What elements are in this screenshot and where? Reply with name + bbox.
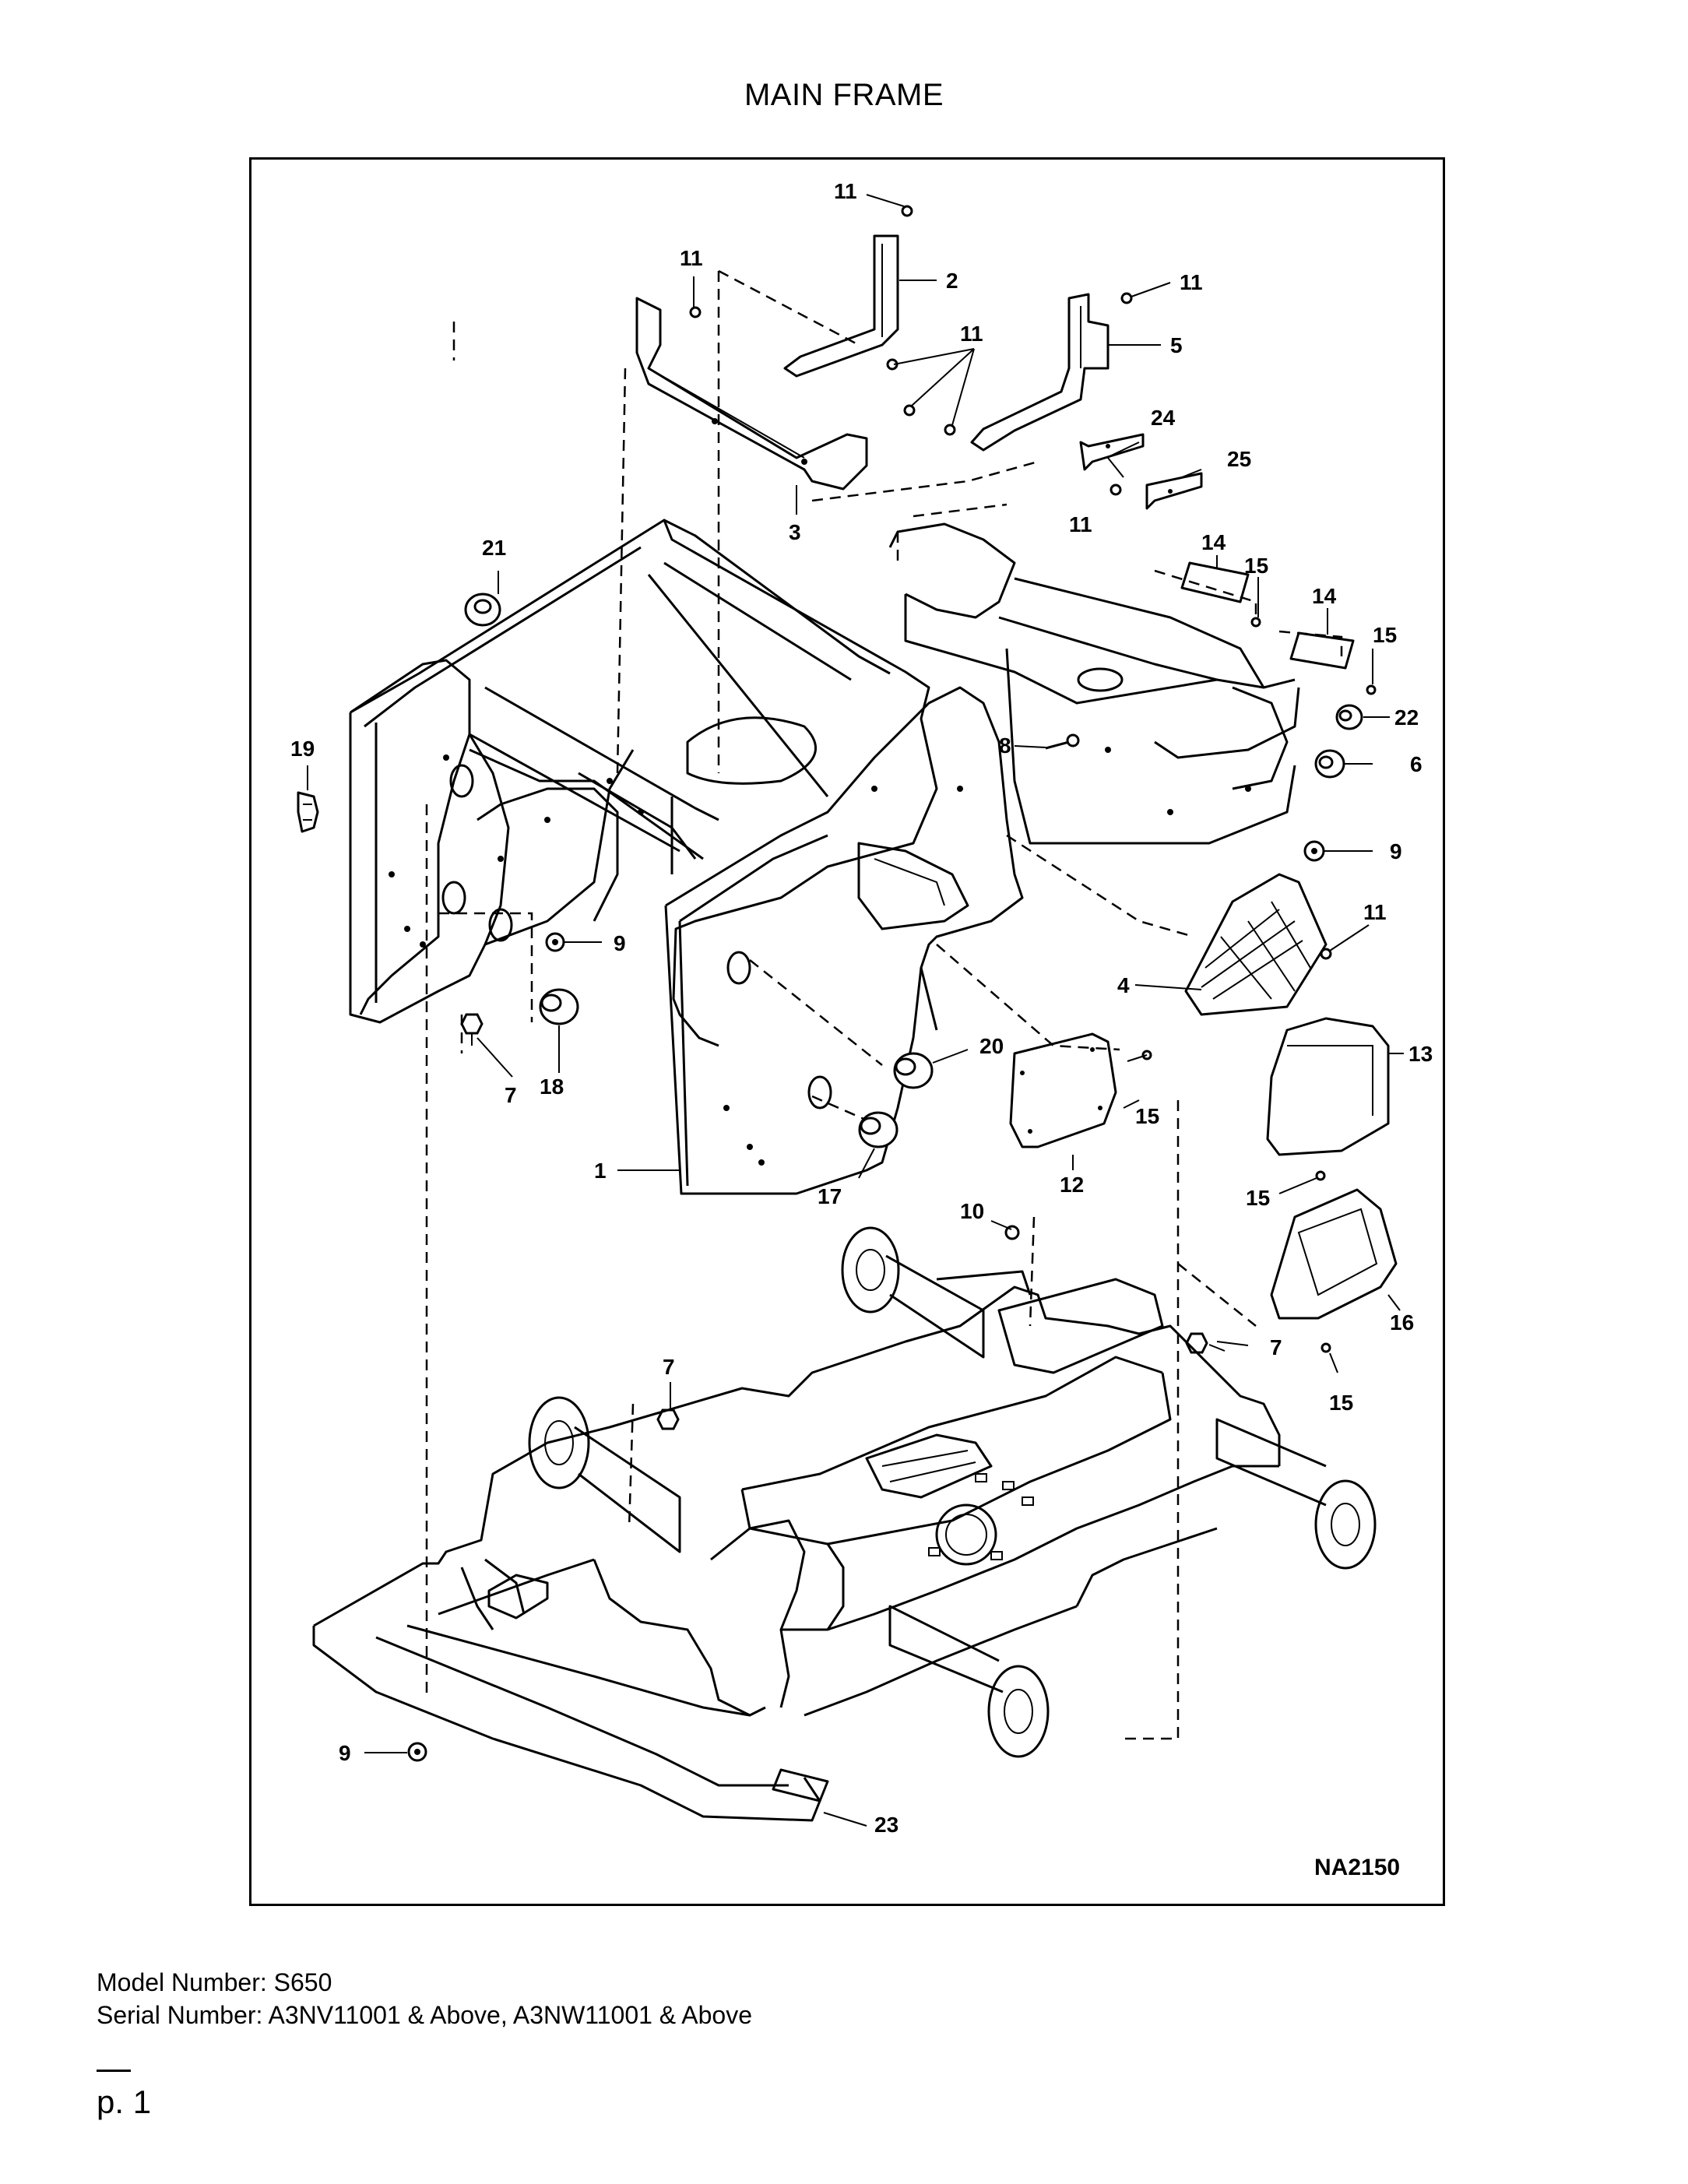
axle-front-left (528, 1396, 681, 1553)
diagram-frame: 11 2 11 11 11 5 24 25 3 11 14 15 14 15 2… (249, 157, 1445, 1906)
callout-14: 14 (1201, 530, 1226, 554)
callout-11: 11 (680, 246, 703, 270)
frame-holes (389, 667, 1251, 1166)
callout-13: 13 (1408, 1042, 1433, 1066)
callout-22: 22 (1394, 705, 1419, 730)
figure-id: NA2150 (1314, 1855, 1400, 1880)
axle-rear-right (1215, 1418, 1377, 1570)
exploded-parts-diagram: 11 2 11 11 11 5 24 25 3 11 14 15 14 15 2… (290, 179, 1433, 1880)
page-number-rule (97, 2070, 131, 2072)
callout-11: 11 (1363, 900, 1387, 924)
callout-7: 7 (505, 1083, 517, 1107)
part-2-bracket (783, 234, 899, 378)
part-9-nut-a (1303, 840, 1325, 862)
axle-front-right (888, 1605, 1050, 1758)
callout-4: 4 (1117, 973, 1130, 997)
callout-9: 9 (1390, 839, 1402, 863)
part-3-channel-bracket (635, 297, 868, 491)
callout-15: 15 (1246, 1186, 1270, 1210)
callout-1: 1 (594, 1159, 607, 1183)
callout-23: 23 (874, 1813, 899, 1837)
part-19-clip (297, 791, 319, 833)
part-20-bushing (893, 1052, 934, 1089)
part-7-bolt-b (656, 1409, 680, 1430)
callout-12: 12 (1060, 1173, 1084, 1197)
callout-24: 24 (1151, 406, 1176, 430)
callout-15: 15 (1244, 554, 1268, 578)
callout-8: 8 (999, 733, 1011, 758)
callout-7: 7 (663, 1355, 675, 1379)
part-23-lower-chassis (312, 1270, 1281, 1822)
part-4-grille (1184, 873, 1328, 1016)
callout-11: 11 (960, 322, 983, 346)
part-24-bracket (1079, 433, 1145, 471)
callouts: 11 2 11 11 11 5 24 25 3 11 14 15 14 15 2… (290, 179, 1433, 1880)
callout-3: 3 (789, 520, 801, 544)
callout-6: 6 (1410, 752, 1422, 776)
leader-lines (307, 194, 1404, 1827)
callout-15: 15 (1135, 1104, 1159, 1128)
axle-rear-left (841, 1226, 985, 1359)
part-9-nut-b (545, 932, 565, 952)
part-14-cover-a (1180, 561, 1250, 603)
part-21-bushing (464, 593, 501, 627)
part-6-bushing (1314, 749, 1345, 779)
part-5-bracket (970, 293, 1110, 452)
part-10-bolt (1004, 1225, 1020, 1240)
serial-number: Serial Number: A3NV11001 & Above, A3NW11… (97, 2001, 752, 2029)
callout-9: 9 (339, 1741, 351, 1765)
part-13-cover (1266, 1017, 1390, 1156)
part-7-bolt-c (1185, 1332, 1208, 1354)
part-12-plate (1009, 1032, 1117, 1148)
callout-19: 19 (290, 737, 315, 761)
callout-20: 20 (979, 1034, 1004, 1058)
part-22-bushing (1335, 704, 1363, 730)
part-14-cover-b (1289, 631, 1355, 670)
callout-17: 17 (818, 1184, 842, 1208)
callout-5: 5 (1170, 333, 1183, 357)
page-number: p. 1 (97, 2084, 152, 2120)
part-8-bolt (1045, 733, 1080, 750)
callout-16: 16 (1390, 1310, 1414, 1335)
part-15-bolts (1141, 617, 1377, 1353)
callout-10: 10 (960, 1199, 984, 1223)
callout-7: 7 (1270, 1335, 1282, 1359)
callout-14: 14 (1312, 584, 1337, 608)
part-17-bushing (858, 1111, 899, 1148)
callout-2: 2 (946, 269, 958, 293)
part-9-nut-c (407, 1742, 427, 1762)
callout-11: 11 (834, 179, 857, 203)
callout-9: 9 (614, 931, 626, 955)
part-16-cover (1270, 1188, 1398, 1320)
page-title: MAIN FRAME (744, 78, 944, 112)
part-1-main-frame (349, 519, 1300, 1195)
part-7-bolt-a (460, 1013, 484, 1046)
callout-18: 18 (540, 1074, 564, 1099)
part-18-bushing (539, 988, 579, 1025)
callout-15: 15 (1373, 623, 1397, 647)
callout-25: 25 (1227, 447, 1251, 471)
part-25-bracket (1145, 472, 1203, 510)
callout-15: 15 (1329, 1391, 1353, 1415)
callout-11: 11 (1069, 512, 1092, 536)
model-number: Model Number: S650 (97, 1968, 332, 1996)
callout-11: 11 (1180, 270, 1203, 294)
callout-21: 21 (482, 536, 506, 560)
